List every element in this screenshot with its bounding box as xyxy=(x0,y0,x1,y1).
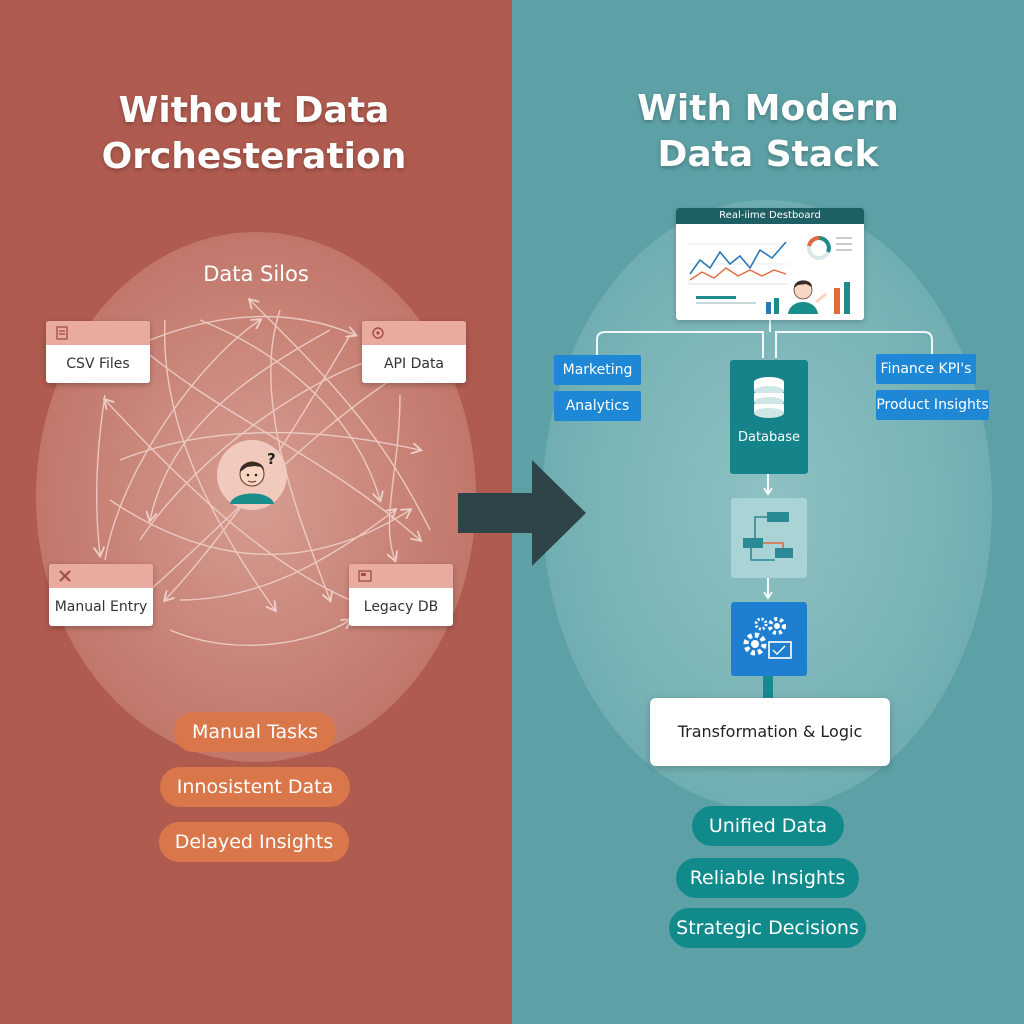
problem-pill-manual-tasks: Manual Tasks xyxy=(174,712,336,752)
problem-pill-delayed-insights: Delayed Insights xyxy=(159,822,349,862)
server-icon xyxy=(358,570,372,582)
processing-node xyxy=(731,602,807,676)
left-heading-line2: Orchesteration xyxy=(101,136,407,177)
person-icon: ? xyxy=(230,450,276,504)
api-data-card: API Data xyxy=(362,321,466,383)
manual-entry-label: Manual Entry xyxy=(54,599,148,615)
right-heading-line2: Data Stack xyxy=(657,134,879,175)
left-panel-without-orchestration: Without Data Orchesteration Data Silos xyxy=(0,0,512,1024)
database-icon xyxy=(754,377,784,418)
right-heading-line1: With Modern xyxy=(637,88,899,129)
api-data-label: API Data xyxy=(383,356,445,372)
csv-files-label: CSV Files xyxy=(66,356,130,372)
x-icon xyxy=(59,570,71,582)
tag-analytics: Analytics xyxy=(554,391,641,421)
transformation-logic-card: Transformation & Logic xyxy=(650,698,890,766)
left-heading: Without Data Orchesteration xyxy=(0,88,510,180)
tag-finance-kpis: Finance KPI's xyxy=(876,354,976,384)
tag-product-insights: Product Insights xyxy=(876,390,989,420)
workflow-icon xyxy=(743,512,793,561)
database-label: Database xyxy=(737,430,801,445)
tag-marketing: Marketing xyxy=(554,355,641,385)
transition-arrow-icon xyxy=(458,460,586,566)
legacy-db-card: Legacy DB xyxy=(349,564,453,626)
realtime-dashboard-card: Real-iime Destboard xyxy=(676,208,864,320)
benefit-pill-reliable-insights: Reliable Insights xyxy=(676,858,859,898)
left-heading-line1: Without Data xyxy=(118,90,390,131)
sync-icon xyxy=(372,327,384,339)
gears-icon xyxy=(743,617,792,659)
data-silos-label: Data Silos xyxy=(203,262,309,286)
csv-files-card: CSV Files xyxy=(46,321,150,383)
benefit-pill-strategic-decisions: Strategic Decisions xyxy=(669,908,866,948)
manual-entry-card: Manual Entry xyxy=(49,564,153,626)
database-node: Database xyxy=(730,360,808,474)
document-icon xyxy=(56,326,68,340)
svg-text:?: ? xyxy=(267,450,276,468)
benefit-pill-unified-data: Unified Data xyxy=(692,806,844,846)
pipeline-flow-node xyxy=(731,498,807,578)
right-heading: With Modern Data Stack xyxy=(512,86,1024,178)
problem-pill-inconsistent-data: Innosistent Data xyxy=(160,767,350,807)
dashboard-chart-illustration xyxy=(688,236,852,314)
confused-person-avatar: ? xyxy=(217,440,287,510)
legacy-db-label: Legacy DB xyxy=(363,599,439,615)
dashboard-title: Real-iime Destboard xyxy=(676,208,864,224)
